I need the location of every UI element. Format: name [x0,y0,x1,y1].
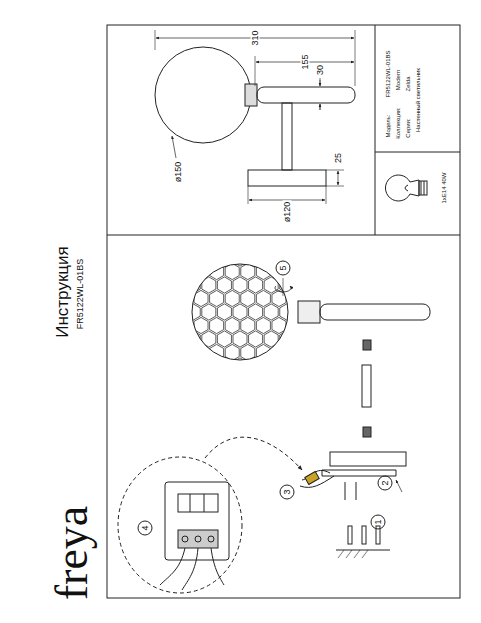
dimension: 30 [316,64,325,76]
lamp-spec: 1xE14 40W [441,171,447,204]
model-code: FR5122WL-01BS [76,258,85,331]
screw [356,482,357,500]
spec-value: Modern [395,69,401,91]
spec-value: Zelda [405,75,411,92]
wall-plate [330,452,406,466]
arm-tube [320,304,430,320]
panel-divider [375,152,460,153]
mount-bracket [322,470,396,476]
brand-logo: freya [49,505,95,601]
dimension: 310 [251,29,260,46]
callout-circle [378,476,392,490]
wall-anchor [362,526,366,544]
callout-number: 2 [381,479,390,486]
wall-anchor [348,526,352,544]
wall-plate [248,170,326,186]
leader-line [172,136,176,158]
panel-divider [375,25,376,235]
stem [362,365,371,407]
screw [363,427,371,437]
callout-circle [371,515,385,529]
dimension: ø120 [283,201,292,224]
spec-key: Коллекция: [395,106,401,139]
panel-divider [107,235,460,236]
arm-tube [257,87,355,103]
dimension: ø150 [174,161,183,184]
junction-box [160,482,229,590]
callout-number: 4 [141,524,150,531]
detail-bubble [118,457,242,593]
screw [345,482,346,500]
globe-collar [245,84,257,106]
dimension-line [338,171,339,185]
spec-value: FR5122WL-01BS [385,49,391,98]
document-title: Инструкция [54,245,71,339]
callout-number: 1 [374,518,383,525]
callout-number: 5 [279,264,288,271]
dimension: 155 [301,53,310,70]
terminal-block [305,472,319,485]
dimension: 25 [334,152,343,164]
callout-circle [280,485,294,499]
callout-number: 3 [283,488,292,495]
arm-collar [298,301,320,323]
bulb-icon [385,175,427,201]
page-frame [107,25,460,598]
callout-circle [138,521,152,535]
stem [282,103,292,170]
screw [363,340,371,350]
callout-circle [276,261,290,275]
spec-key: Серия: [405,117,411,138]
globe-shade [155,47,251,143]
globe-shade [192,264,288,360]
spec-key: Модель: [385,113,391,138]
spec-value: Настенный светильник [415,67,421,133]
wall-hatch [338,550,368,558]
detail-pointer [205,437,302,470]
